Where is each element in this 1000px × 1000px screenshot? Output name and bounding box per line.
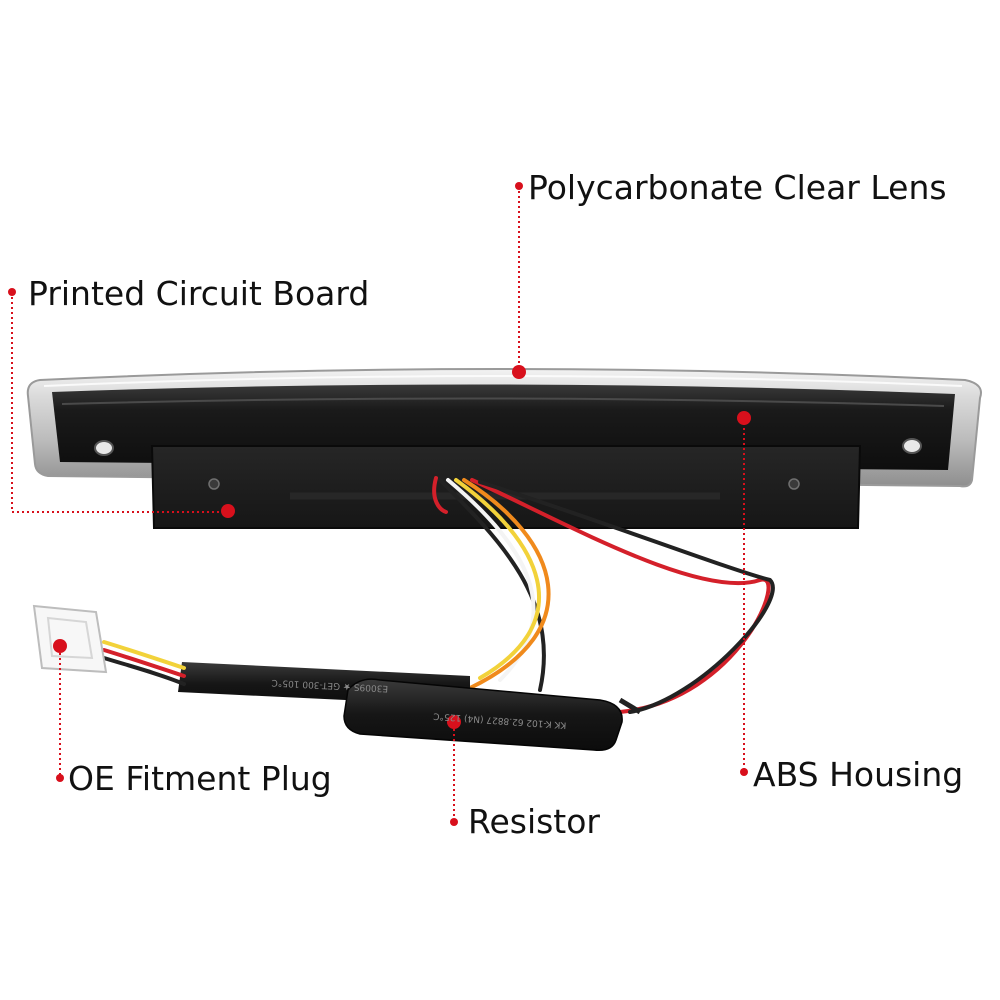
label-oe-fitment-plug: OE Fitment Plug bbox=[68, 759, 332, 798]
dot-pcb-label bbox=[8, 288, 16, 296]
wire-bundle bbox=[432, 476, 775, 714]
dot-resistor-target bbox=[447, 715, 461, 729]
dot-plug-target bbox=[53, 639, 67, 653]
label-printed-circuit-board: Printed Circuit Board bbox=[28, 274, 370, 313]
dot-pcb-target bbox=[221, 504, 235, 518]
pointer-dots bbox=[8, 182, 751, 826]
dot-plug-label bbox=[56, 774, 64, 782]
plug-wires bbox=[102, 640, 186, 686]
screw-right bbox=[788, 478, 800, 490]
dot-abs-label bbox=[740, 768, 748, 776]
dot-lens-target bbox=[512, 365, 526, 379]
label-resistor: Resistor bbox=[468, 802, 600, 841]
label-polycarbonate-clear-lens: Polycarbonate Clear Lens bbox=[528, 168, 947, 207]
resistor-body bbox=[343, 678, 623, 752]
leader-pcb bbox=[11, 292, 228, 513]
oe-fitment-plug bbox=[32, 604, 108, 674]
callout-leaders bbox=[11, 186, 745, 822]
dot-abs-target bbox=[737, 411, 751, 425]
screw-left bbox=[208, 478, 220, 490]
mounting-hole-right bbox=[902, 438, 922, 454]
mounting-hole-left bbox=[94, 440, 114, 456]
dot-resistor-label bbox=[450, 818, 458, 826]
label-abs-housing: ABS Housing bbox=[753, 755, 964, 794]
circuit-board-plate bbox=[150, 445, 862, 529]
dot-lens-label bbox=[515, 182, 523, 190]
